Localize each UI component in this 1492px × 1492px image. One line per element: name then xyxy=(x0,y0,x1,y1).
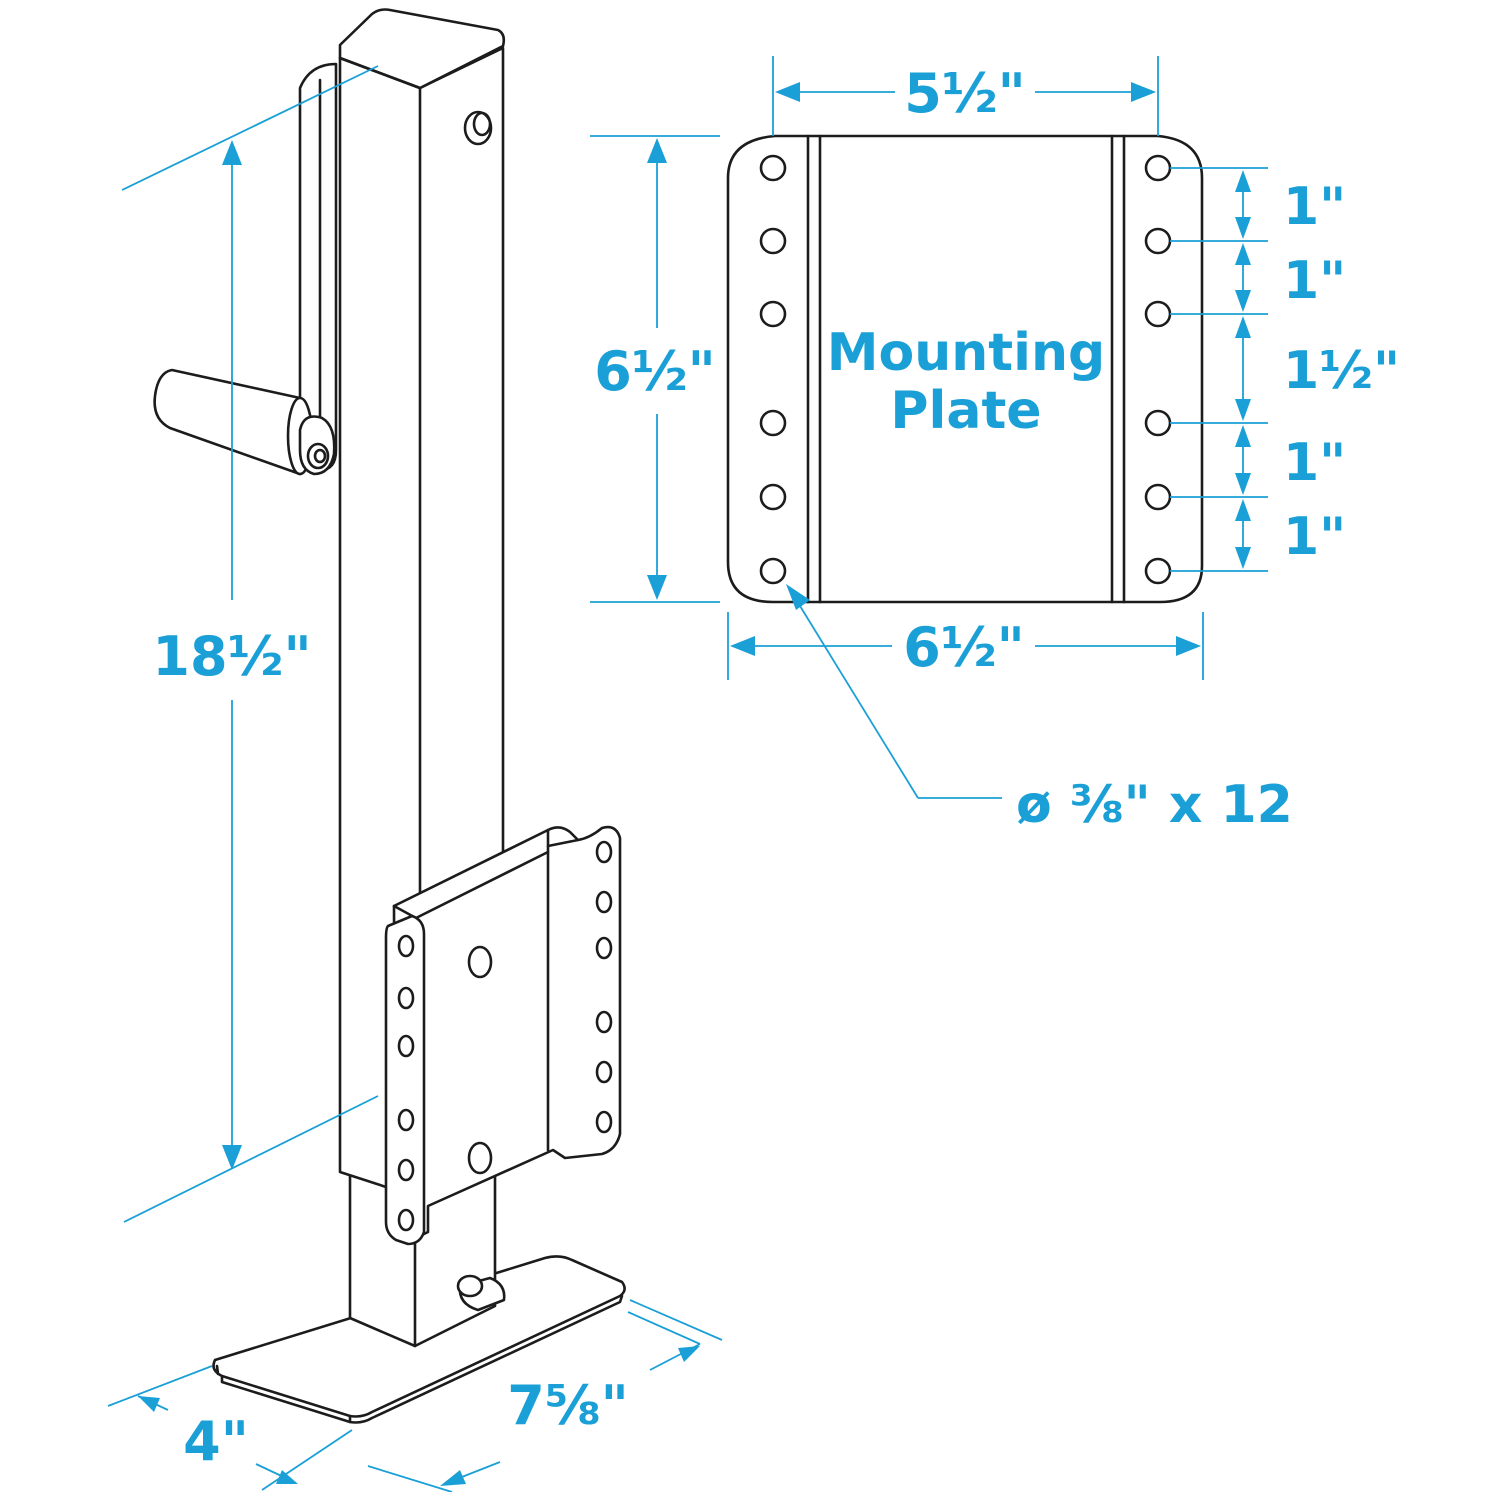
foot-width-dimension: 4" xyxy=(107,1365,353,1491)
foot-length-label: 7⅝" xyxy=(507,1374,629,1437)
plate-height-label: 6½" xyxy=(594,340,716,403)
plate-left-holes xyxy=(759,154,787,585)
jack-height-label: 18½" xyxy=(152,625,311,688)
hole-spacing-5-label: 1" xyxy=(1283,507,1346,567)
plate-label-line2: Plate xyxy=(890,381,1041,441)
hole-spacing-2-label: 1" xyxy=(1283,251,1346,311)
bracket-rear-holes xyxy=(595,840,613,1134)
plate-bottom-width-label: 6½" xyxy=(903,616,1025,679)
hole-diameter-callout: ø ⅜" x 12 xyxy=(786,584,1293,835)
foot-pin xyxy=(456,1274,506,1312)
plate-label-line1: Mounting xyxy=(827,323,1105,383)
foot-length-dimension: 7⅝" xyxy=(367,1299,723,1492)
hole-callout-label: ø ⅜" x 12 xyxy=(1016,775,1293,835)
trailer-jack xyxy=(153,8,626,1424)
crank-handle xyxy=(153,62,338,476)
hole-spacing-1-label: 1" xyxy=(1283,177,1346,237)
plate-top-width-label: 5½" xyxy=(904,62,1026,125)
hole-spacing-3-label: 1½" xyxy=(1283,341,1400,401)
plate-bottom-width-dimension: 6½" xyxy=(727,612,1204,680)
plate-height-dimension: 6½" xyxy=(590,135,720,603)
plate-top-width-dimension: 5½" xyxy=(772,56,1159,136)
bracket-front-holes xyxy=(397,934,415,1232)
jack-height-dimension: 18½" xyxy=(121,65,379,1223)
foot-width-label: 4" xyxy=(183,1410,249,1473)
hole-spacing-dimensions: 1" 1" 1½" 1" 1" xyxy=(1170,167,1400,572)
mounting-bracket xyxy=(384,825,622,1246)
mounting-plate: Mounting Plate xyxy=(726,134,1204,604)
hole-spacing-4-label: 1" xyxy=(1283,433,1346,493)
